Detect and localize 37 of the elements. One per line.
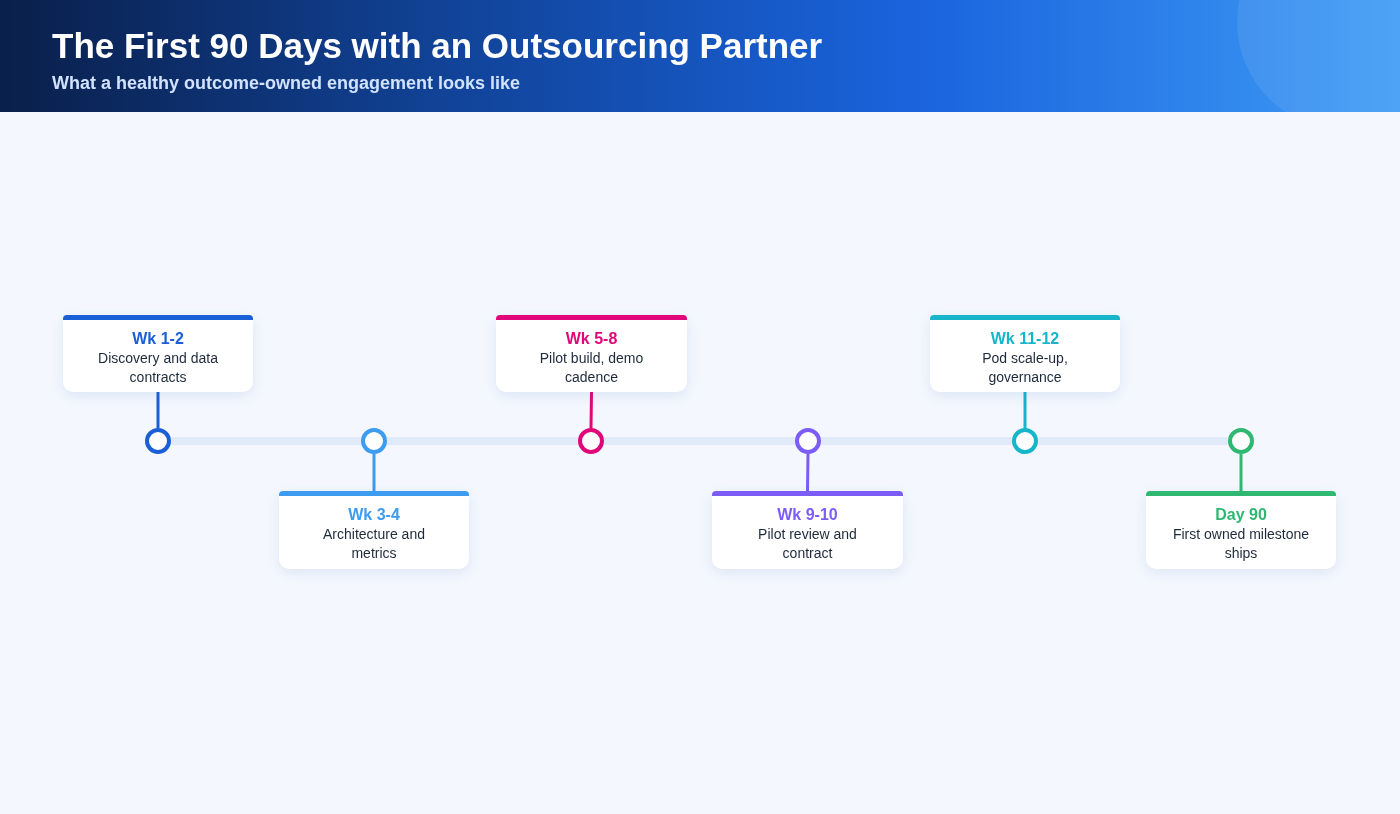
connector-line <box>1023 392 1027 428</box>
milestone-description: Pilot review and contract <box>757 525 858 563</box>
timeline-track <box>821 437 1012 445</box>
milestone-description: First owned milestone ships <box>1171 525 1311 563</box>
milestone-circle <box>795 428 821 454</box>
milestone-card <box>930 315 1120 392</box>
connector-line <box>589 391 593 429</box>
subtitle: What a healthy outcome-owned engagement looks like <box>52 72 521 94</box>
milestone-description: Architecture and metrics <box>322 525 426 563</box>
milestone-circle <box>578 428 604 454</box>
milestone-card <box>63 315 253 392</box>
milestone-circle <box>361 428 387 454</box>
milestone-card <box>1146 491 1336 569</box>
milestone-description: Pilot build, demo cadence <box>538 349 645 387</box>
milestone-period: Wk 3-4 <box>347 505 401 525</box>
milestone-card <box>496 315 687 392</box>
timeline-track <box>387 437 578 445</box>
connector-line <box>1239 454 1243 491</box>
timeline-track <box>171 437 361 445</box>
connector-line <box>372 454 376 491</box>
milestone-period: Wk 1-2 <box>131 329 185 349</box>
milestone-period: Wk 9-10 <box>776 505 839 525</box>
milestone-card <box>279 491 469 569</box>
milestone-circle <box>1228 428 1254 454</box>
timeline-track <box>1038 437 1228 445</box>
milestone-description: Pod scale-up, governance <box>981 349 1069 387</box>
connector-line <box>806 453 810 492</box>
timeline-track <box>604 437 795 445</box>
milestone-circle <box>145 428 171 454</box>
milestone-circle <box>1012 428 1038 454</box>
milestone-description: Discovery and data contracts <box>97 349 219 387</box>
milestone-period: Wk 11-12 <box>989 329 1061 349</box>
connector-line <box>156 392 160 428</box>
milestone-period: Day 90 <box>1214 505 1268 525</box>
title: The First 90 Days with an Outsourcing Partner <box>52 25 823 67</box>
milestone-period: Wk 5-8 <box>564 329 619 349</box>
milestone-card <box>712 491 903 569</box>
